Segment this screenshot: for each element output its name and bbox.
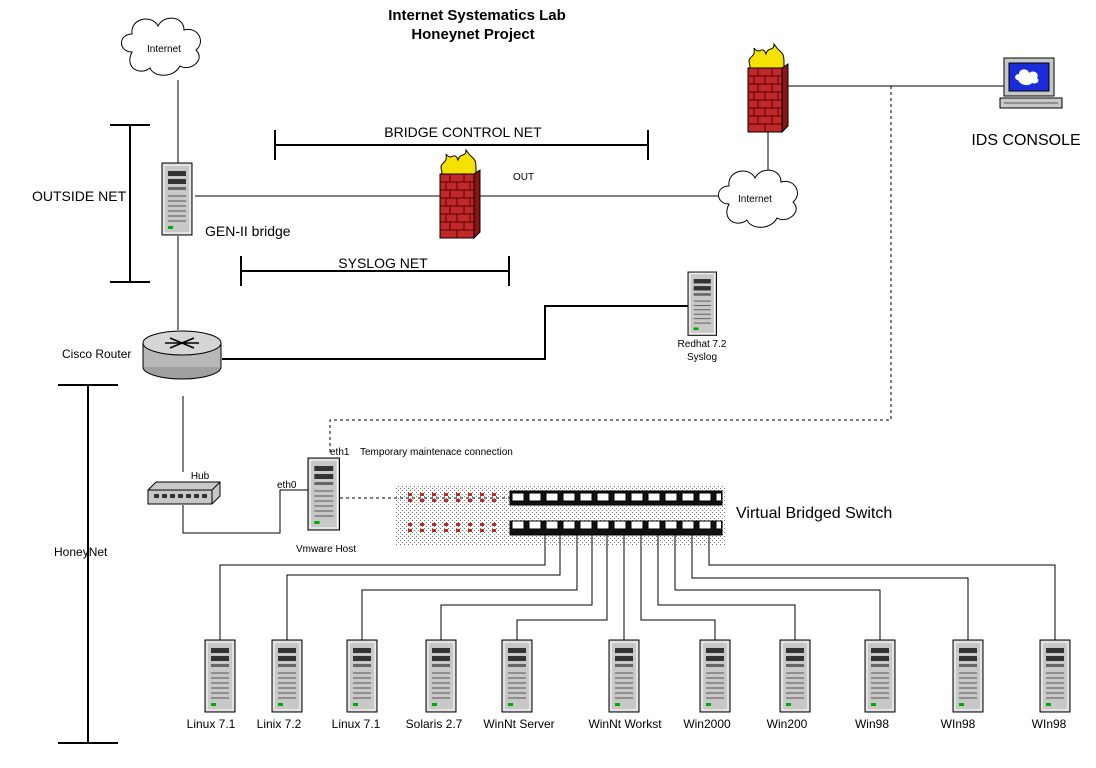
- ids-console-label: IDS CONSOLE: [971, 132, 1080, 149]
- internet-cloud-top-label: Internet: [147, 44, 181, 55]
- host-label: WIn98: [941, 717, 976, 731]
- link-hub-vmware: [182, 489, 308, 534]
- syslog-server-icon: [687, 271, 717, 336]
- honeynet-host-4: Solaris 2.7: [406, 639, 463, 731]
- honeynet-marker: [58, 384, 118, 744]
- server-tower-icon: [608, 639, 640, 713]
- server-tower-icon: [1039, 639, 1071, 713]
- honeynet-host-9: Win98: [855, 639, 896, 731]
- honeynet-host-10: WIn98: [941, 639, 984, 731]
- host-label: Linux 7.1: [187, 717, 236, 731]
- bridge-control-net-marker: [274, 130, 649, 160]
- firewall-out-label: OUT: [513, 172, 534, 183]
- honeynet-label: HoneyNet: [54, 545, 108, 559]
- eth0-label: eth0: [277, 480, 297, 491]
- cable-host-9: [674, 535, 881, 640]
- syslog-server-label-line1: Redhat 7.2: [678, 339, 727, 350]
- cable-host-11: [708, 535, 1056, 640]
- link-temporary-maintenance: [329, 86, 892, 455]
- honeynet-host-7: Win2000: [683, 639, 731, 731]
- honeynet-host-5: WinNt Server: [483, 639, 555, 731]
- router-icon: [142, 330, 222, 380]
- eth1-label: eth1: [330, 447, 350, 458]
- honeynet-host-6: WinNt Workst: [588, 639, 662, 731]
- workstation-icon: [999, 57, 1063, 109]
- link-router-syslog: [222, 305, 688, 360]
- internet-cloud-right-label: Internet: [738, 194, 772, 205]
- server-tower-icon: [699, 639, 731, 713]
- cable-host-3: [361, 535, 578, 640]
- gen2-bridge-label: GEN-II bridge: [205, 223, 291, 239]
- cable-host-10: [691, 535, 969, 640]
- bridge-control-net-label: BRIDGE CONTROL NET: [384, 124, 542, 140]
- host-label: Win98: [855, 717, 889, 731]
- vmware-host-icon: [307, 457, 341, 531]
- cable-host-5: [516, 535, 608, 640]
- temporary-connection-label: Temporary maintenace connection: [360, 447, 513, 458]
- cable-host-4: [440, 535, 593, 640]
- diagram-title-line2: Honeynet Project: [411, 26, 534, 43]
- syslog-net-marker: [240, 256, 510, 286]
- host-label: Solaris 2.7: [406, 717, 463, 731]
- honeynet-host-8: Win200: [767, 639, 811, 731]
- server-tower-icon: [271, 639, 303, 713]
- host-label: WinNt Server: [483, 717, 554, 731]
- switch-leds-upper: [408, 493, 496, 502]
- syslog-net-label: SYSLOG NET: [338, 255, 428, 271]
- honeynet-host-1: Linux 7.1: [187, 639, 236, 731]
- outside-net-marker: [110, 124, 150, 283]
- firewall-icon: [439, 149, 481, 239]
- ids-firewall-icon: [747, 43, 789, 133]
- vmware-host-label: Vmware Host: [296, 544, 356, 555]
- syslog-server-label-line2: Syslog: [687, 352, 717, 363]
- hub-label: Hub: [191, 471, 210, 482]
- host-label: WinNt Workst: [588, 717, 662, 731]
- cisco-router-label: Cisco Router: [62, 347, 131, 361]
- server-tower-icon: [346, 639, 378, 713]
- diagram-title-line1: Internet Systematics Lab: [388, 7, 566, 24]
- cable-host-1: [219, 535, 546, 640]
- honeynet-host-2: Linix 7.2: [257, 639, 303, 731]
- switch-icon: [395, 485, 725, 545]
- host-label: Win2000: [683, 717, 731, 731]
- server-tower-icon: [864, 639, 896, 713]
- host-label: Linux 7.1: [332, 717, 381, 731]
- cable-host-8: [657, 535, 796, 640]
- virtual-switch-label: Virtual Bridged Switch: [736, 505, 892, 522]
- outside-net-label: OUTSIDE NET: [32, 188, 127, 204]
- host-label: Linix 7.2: [257, 717, 302, 731]
- host-label: Win200: [767, 717, 808, 731]
- cable-host-7: [640, 535, 716, 640]
- server-tower-icon: [425, 639, 457, 713]
- server-tower-icon: [501, 639, 533, 713]
- switch-leds-lower: [408, 523, 496, 532]
- host-label: WIn98: [1032, 717, 1067, 731]
- gen2-bridge-server-icon: [161, 162, 193, 236]
- server-tower-icon: [952, 639, 984, 713]
- hub-icon: [147, 481, 221, 505]
- server-tower-icon: [204, 639, 236, 713]
- server-tower-icon: [779, 639, 811, 713]
- connections: [177, 80, 1056, 640]
- cable-host-2: [286, 535, 561, 640]
- honeynet-host-11: WIn98: [1032, 639, 1071, 731]
- honeynet-host-3: Linux 7.1: [332, 639, 381, 731]
